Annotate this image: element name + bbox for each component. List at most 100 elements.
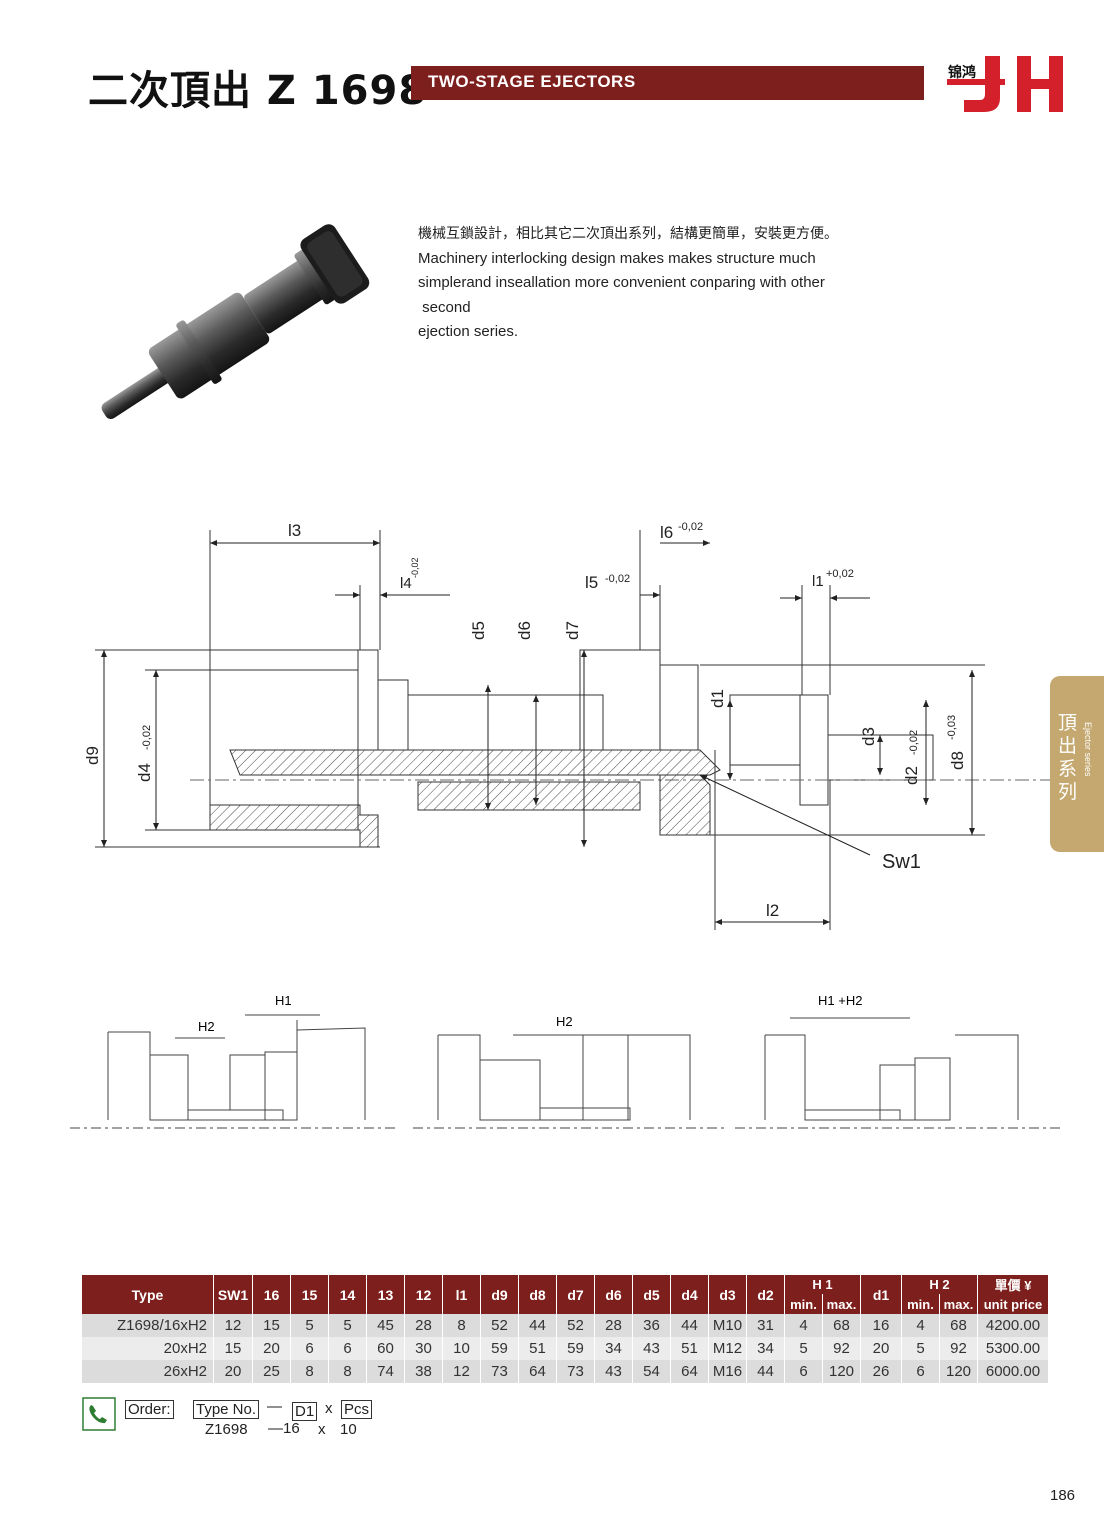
table-subheader-row: min. max. min. max. unit price — [82, 1294, 1049, 1314]
table-cell: 54 — [632, 1360, 671, 1383]
brand-logo — [947, 56, 1063, 112]
table-cell: 5 — [328, 1314, 367, 1337]
stage-diagram-1: H2 H1 — [70, 993, 395, 1129]
table-cell: 51 — [518, 1337, 557, 1360]
description-line-3: second — [418, 298, 471, 316]
col-13: 13 — [366, 1275, 405, 1314]
description-line-4: ejection series. — [418, 323, 519, 340]
col-price: 單價 ¥ — [977, 1275, 1049, 1294]
table-cell: 15 — [213, 1337, 253, 1360]
table-cell: 5 — [901, 1337, 940, 1360]
col-h2-max: max. — [939, 1294, 978, 1314]
table-cell: 10 — [442, 1337, 481, 1360]
title-band — [411, 66, 924, 100]
label-d6: d6 — [515, 621, 534, 640]
label-d5: d5 — [469, 621, 488, 640]
table-cell: 120 — [822, 1360, 861, 1383]
table-cell: 28 — [594, 1314, 633, 1337]
table-cell: 120 — [939, 1360, 978, 1383]
col-type: Type — [82, 1275, 214, 1314]
label-d2-tol: -0,02 — [908, 730, 920, 755]
table-cell: 6 — [328, 1337, 367, 1360]
table-cell: 34 — [746, 1337, 785, 1360]
table-cell: 8 — [442, 1314, 481, 1337]
order-label: Order: — [125, 1400, 174, 1419]
table-cell: 12 — [213, 1314, 253, 1337]
page-title: 二次頂出 Z 1698 — [88, 68, 428, 114]
table-cell: 28 — [404, 1314, 443, 1337]
product-photo — [101, 224, 370, 419]
col-h1-min: min. — [784, 1294, 823, 1314]
label-l4-tol: -0,02 — [410, 557, 420, 578]
table-cell: M16 — [708, 1360, 747, 1383]
table-cell: 6 — [901, 1360, 940, 1383]
order-example-d1: —16 — [268, 1420, 300, 1437]
table-cell: 20 — [252, 1337, 291, 1360]
table-cell: 59 — [480, 1337, 519, 1360]
col-h1-max: max. — [822, 1294, 861, 1314]
table-cell: 5 — [290, 1314, 329, 1337]
col-12: 12 — [404, 1275, 443, 1314]
label-l4: l4 — [400, 575, 412, 592]
order-dash: — — [267, 1398, 282, 1415]
phone-icon — [82, 1397, 116, 1431]
table-cell: 12 — [442, 1360, 481, 1383]
table-cell: 30 — [404, 1337, 443, 1360]
table-header-row: Type SW1 16 15 14 13 12 l1 d9 d8 d7 d6 d… — [82, 1275, 1049, 1314]
table-cell: 20xH2 — [82, 1337, 214, 1360]
table-cell: 5300.00 — [977, 1337, 1049, 1360]
label-d8-tol: -0,03 — [946, 715, 958, 740]
description-line-1: Machinery interlocking design makes make… — [418, 249, 816, 267]
table-cell: 43 — [594, 1360, 633, 1383]
table-cell: 8 — [290, 1360, 329, 1383]
col-16: 16 — [252, 1275, 291, 1314]
col-d6: d6 — [594, 1275, 633, 1314]
label-l1: l1 — [812, 573, 824, 590]
label-d4-tol: -0,02 — [141, 725, 153, 750]
product-description: 機械互鎖設計，相比其它二次頂出系列，結構更簡單，安裝更方便。 Machinery… — [418, 222, 938, 345]
order-example-x: x — [318, 1421, 326, 1438]
table-cell: 52 — [556, 1314, 595, 1337]
label-l5-tol: -0,02 — [605, 573, 630, 585]
table-cell: 26 — [860, 1360, 902, 1383]
table-cell: 92 — [822, 1337, 861, 1360]
category-side-tab[interactable] — [1050, 676, 1104, 852]
technical-drawing: l3 l4 -0,02 l5 -0,02 l6 -0,02 l1 +0,02 d… — [83, 521, 1050, 930]
col-14: 14 — [328, 1275, 367, 1314]
label-l3: l3 — [288, 521, 301, 540]
table-cell: M12 — [708, 1337, 747, 1360]
table-cell: 44 — [518, 1314, 557, 1337]
table-cell: 59 — [556, 1337, 595, 1360]
order-x: x — [325, 1400, 333, 1417]
stage-diagram-3: H1 +H2 — [735, 993, 1060, 1129]
table-cell: M10 — [708, 1314, 747, 1337]
col-d5: d5 — [632, 1275, 671, 1314]
table-cell: 6 — [784, 1360, 823, 1383]
table-cell: 16 — [860, 1314, 902, 1337]
table-cell: 52 — [480, 1314, 519, 1337]
col-d7: d7 — [556, 1275, 595, 1314]
page-number: 186 — [1050, 1487, 1076, 1504]
table-cell: 4 — [901, 1314, 940, 1337]
col-d1: d1 — [860, 1275, 902, 1314]
stage-diagram-2: H2 — [413, 1014, 728, 1129]
table-cell: Z1698/16xH2 — [82, 1314, 214, 1337]
label-l1-tol: +0,02 — [826, 568, 854, 580]
order-example-type: Z1698 — [205, 1421, 248, 1438]
col-d4: d4 — [670, 1275, 709, 1314]
table-cell: 43 — [632, 1337, 671, 1360]
label-sw1: Sw1 — [882, 851, 921, 873]
table-cell: 60 — [366, 1337, 405, 1360]
col-h2-min: min. — [901, 1294, 940, 1314]
stage1-h2-label: H2 — [198, 1019, 215, 1034]
side-tab-label: 頂出系列 — [1058, 712, 1078, 803]
table-cell: 20 — [860, 1337, 902, 1360]
label-d1: d1 — [708, 689, 727, 708]
table-cell: 25 — [252, 1360, 291, 1383]
label-l6: l6 — [660, 523, 673, 542]
table-cell: 73 — [480, 1360, 519, 1383]
label-l5: l5 — [585, 573, 598, 592]
table-cell: 68 — [822, 1314, 861, 1337]
table-cell: 64 — [670, 1360, 709, 1383]
